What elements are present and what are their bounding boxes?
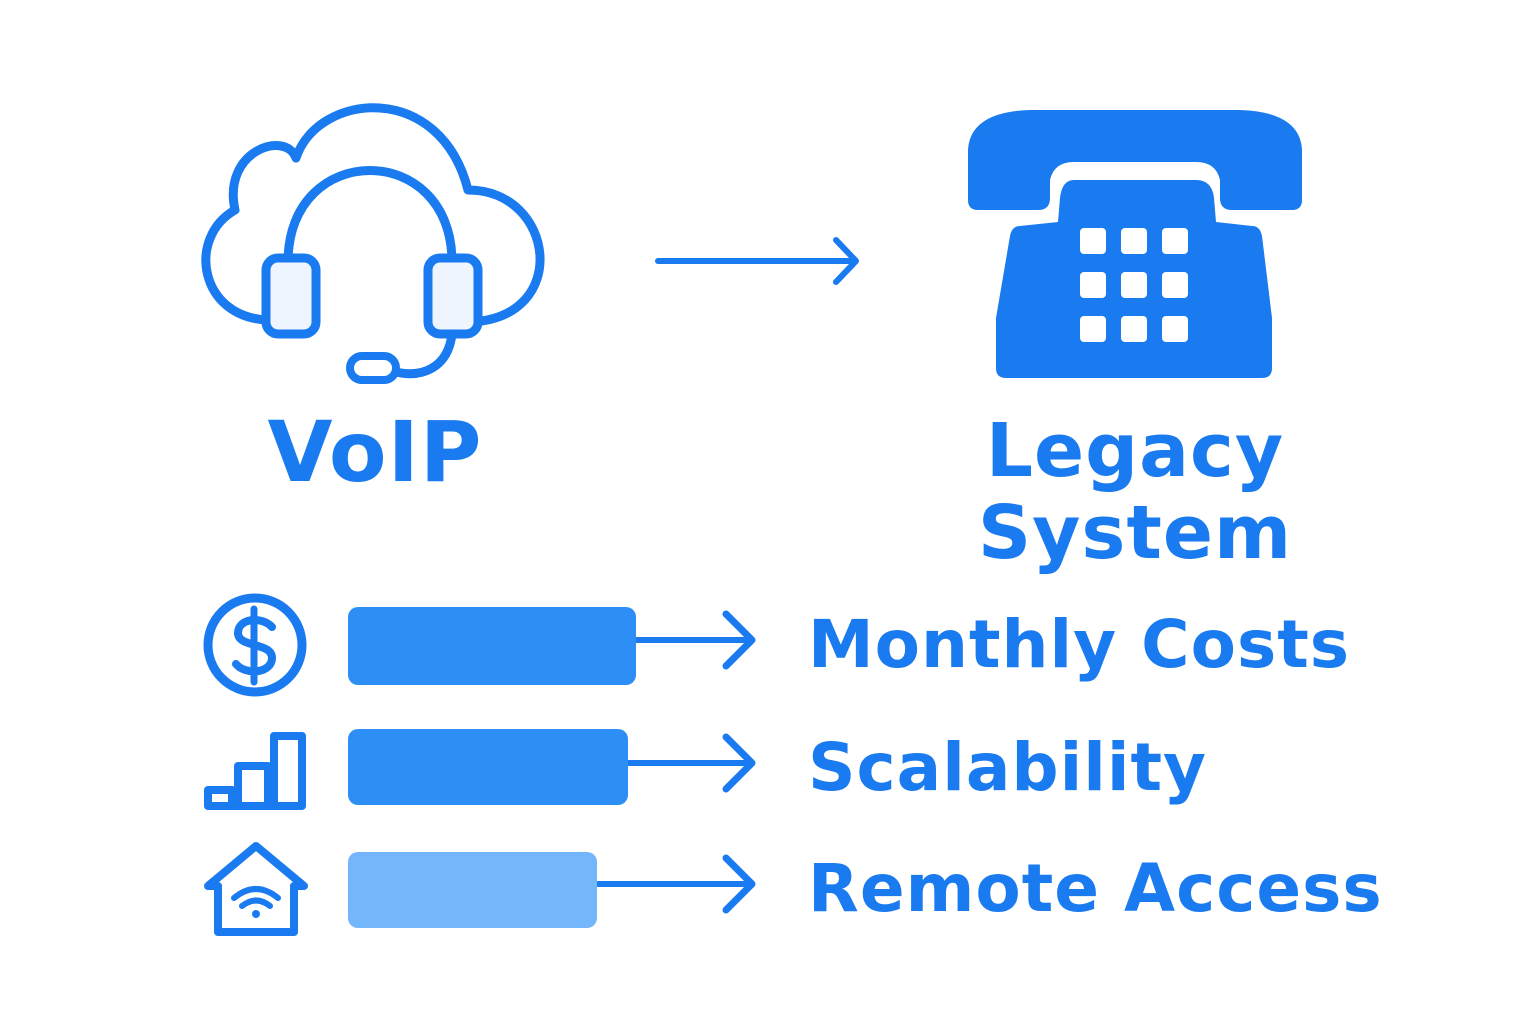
legacy-system-label: Legacy System (977, 408, 1293, 576)
mic-boom (391, 329, 457, 379)
bar-chart-icon (204, 732, 306, 810)
remote-access-label: Remote Access (808, 850, 1383, 927)
row-arrow-3 (595, 854, 756, 914)
mic (346, 352, 400, 384)
scalability-bar (348, 729, 628, 805)
row-arrow-1 (633, 610, 756, 670)
left-earcup (261, 253, 321, 339)
home-wifi-icon (204, 842, 308, 936)
cloud-outline (201, 103, 545, 327)
headband (283, 166, 457, 267)
cloud-headset-icon (201, 103, 545, 384)
monthly-costs-label: Monthly Costs (808, 606, 1351, 683)
desk-phone-icon (968, 110, 1302, 378)
remote-access-bar (348, 852, 597, 928)
dollar-circle-icon (203, 593, 307, 697)
top-arrow (655, 237, 859, 285)
keypad (1080, 228, 1188, 342)
scalability-label: Scalability (808, 729, 1208, 806)
voip-label: VoIP (267, 403, 483, 501)
row-arrow-2 (625, 733, 756, 793)
right-earcup (423, 253, 483, 339)
monthly-costs-bar (348, 607, 636, 685)
handset (968, 110, 1302, 210)
